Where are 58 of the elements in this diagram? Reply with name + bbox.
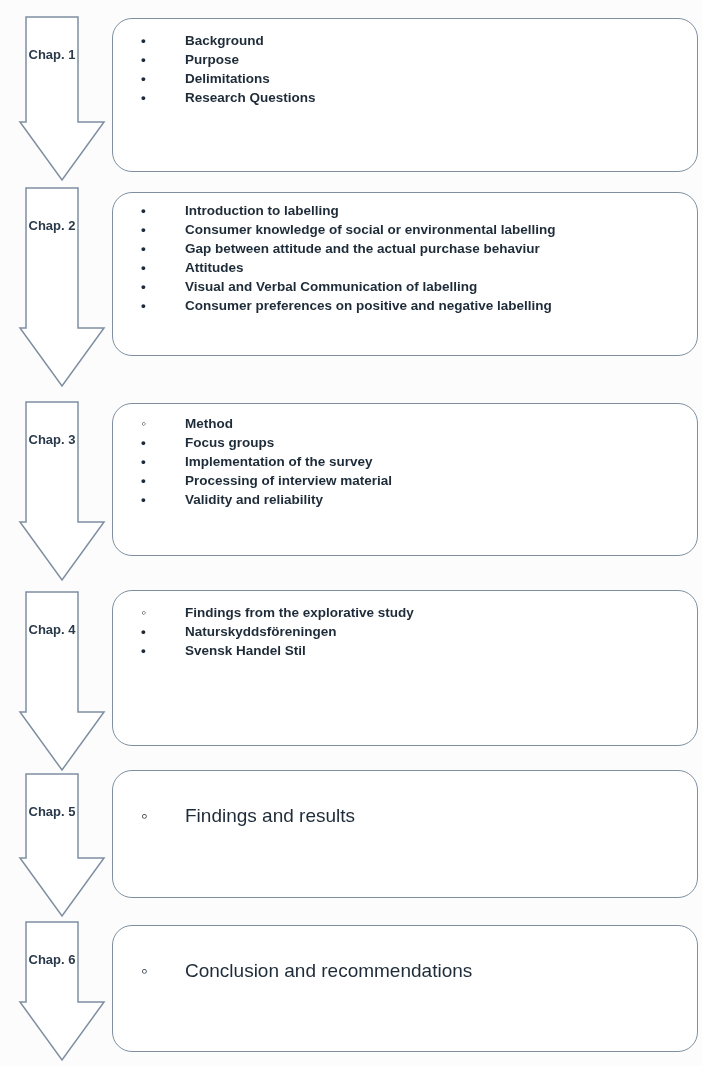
content-box — [112, 925, 698, 1052]
content-box — [112, 403, 698, 556]
content-box — [112, 590, 698, 746]
list-bullet: • — [141, 89, 147, 107]
content-box — [112, 18, 698, 172]
bullet-item: Consumer knowledge of social or environmental labelling — [185, 221, 556, 239]
list-bullet: • — [141, 623, 147, 641]
list-bullet: • — [141, 642, 147, 660]
list-bullet: • — [141, 472, 147, 490]
bullet-item: Implementation of the survey — [185, 453, 373, 471]
chapter-label: Chap. 1 — [27, 46, 77, 64]
bullet-item: Svensk Handel Stil — [185, 642, 306, 660]
list-bullet: ◦ — [141, 804, 149, 828]
down-arrow-shape — [16, 15, 108, 182]
bullet-item: Conclusion and recommendations — [185, 959, 473, 983]
chapter-label: Chap. 2 — [27, 217, 77, 235]
bullet-item: Consumer preferences on positive and negative labelling — [185, 297, 552, 315]
bullet-item: Validity and reliability — [185, 491, 324, 509]
bullet-item: Introduction to labelling — [185, 202, 339, 220]
down-arrow-shape — [16, 400, 108, 582]
list-bullet: • — [141, 32, 147, 50]
down-arrow-shape — [16, 186, 108, 388]
bullet-item: Findings from the explorative study — [185, 604, 414, 622]
down-arrow-shape — [16, 920, 108, 1062]
list-bullet: • — [141, 202, 147, 220]
list-bullet: • — [141, 259, 147, 277]
chapter-label: Chap. 3 — [27, 431, 77, 449]
chapter-label: Chap. 6 — [27, 951, 77, 969]
bullet-item: Delimitations — [185, 70, 270, 88]
list-bullet: ◦ — [141, 959, 149, 983]
list-bullet: • — [141, 221, 147, 239]
list-bullet: ◦ — [141, 415, 147, 433]
bullet-item: Naturskyddsföreningen — [185, 623, 337, 641]
chapter-label: Chap. 4 — [27, 621, 77, 639]
bullet-item: Focus groups — [185, 434, 275, 452]
list-bullet: • — [141, 278, 147, 296]
bullet-item: Purpose — [185, 51, 239, 69]
bullet-item: Processing of interview material — [185, 472, 393, 490]
chapter-label: Chap. 5 — [27, 803, 77, 821]
bullet-item: Visual and Verbal Communication of labelling — [185, 278, 478, 296]
content-box — [112, 770, 698, 898]
down-arrow-shape — [16, 772, 108, 918]
list-bullet: • — [141, 434, 147, 452]
list-bullet: • — [141, 70, 147, 88]
down-arrow-shape — [16, 590, 108, 772]
bullet-item: Attitudes — [185, 259, 244, 277]
list-bullet: • — [141, 297, 147, 315]
bullet-item: Findings and results — [185, 804, 356, 828]
list-bullet: • — [141, 453, 147, 471]
bullet-item: Research Questions — [185, 89, 316, 107]
content-box — [112, 192, 698, 356]
bullet-item: Gap between attitude and the actual purchase behaviur — [185, 240, 540, 258]
list-bullet: • — [141, 51, 147, 69]
list-bullet: • — [141, 240, 147, 258]
bullet-item: Background — [185, 32, 264, 50]
list-bullet: • — [141, 491, 147, 509]
bullet-item: Method — [185, 415, 233, 433]
list-bullet: ◦ — [141, 604, 147, 622]
